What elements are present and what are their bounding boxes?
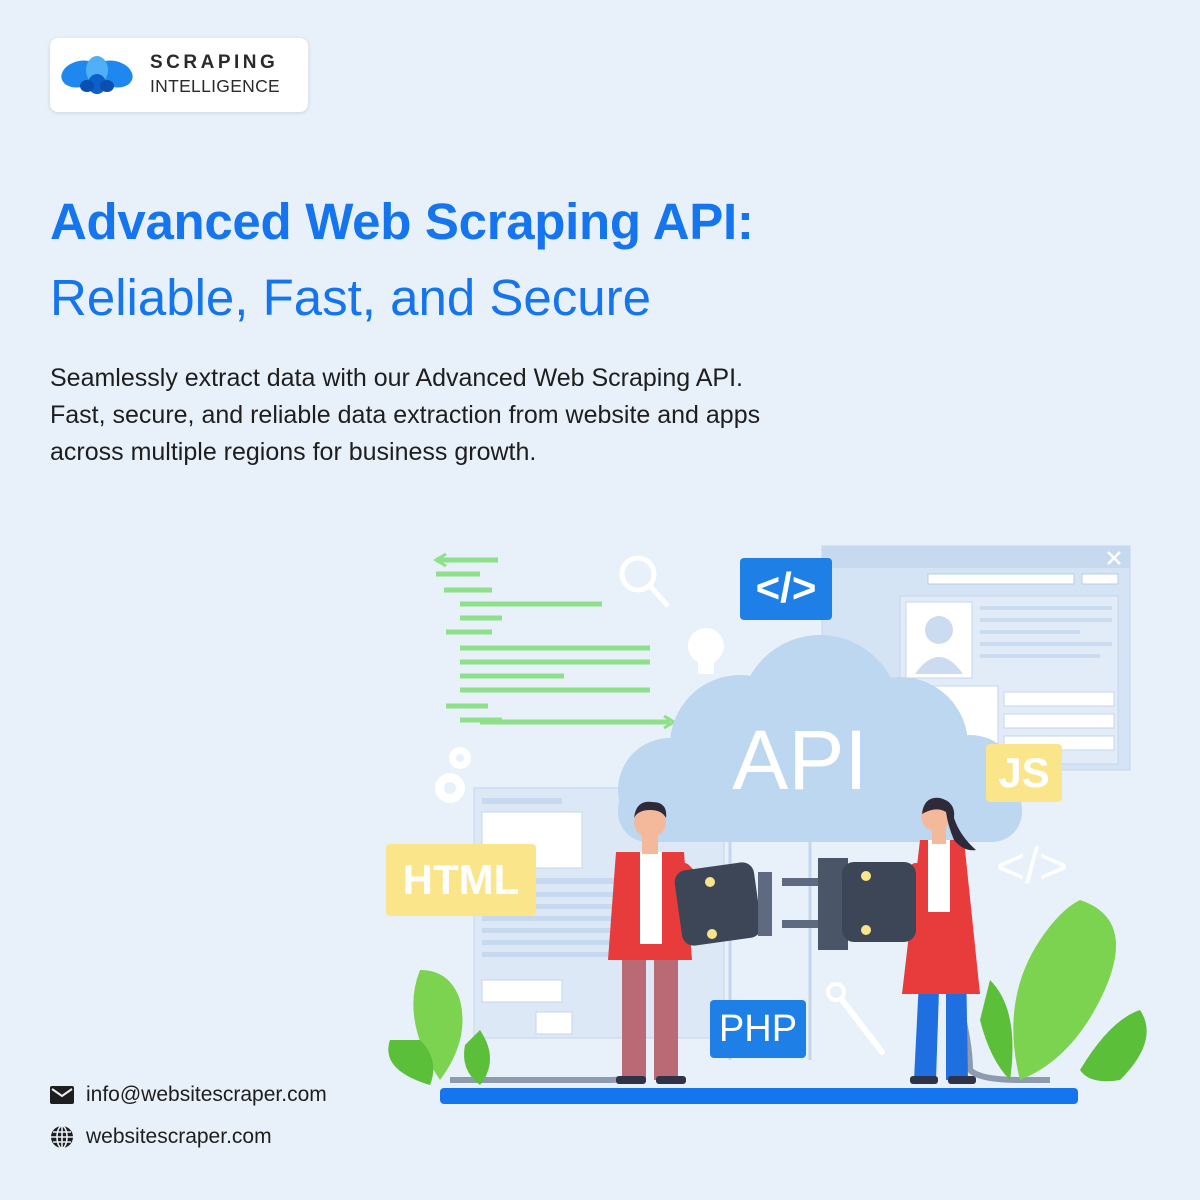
plug-right-graphic [782,858,916,950]
html-tag-bg [386,844,536,916]
man-figure [608,801,705,1084]
woman-figure [895,797,980,1084]
description-line: Seamlessly extract data with our Advance… [50,364,743,392]
gears-icon [435,747,471,803]
code-tag-top: </> [755,564,817,611]
lightbulb-icon [688,628,724,674]
globe-icon [51,1125,73,1149]
brand-name-line1: SCRAPING [150,52,279,73]
envelope-icon [50,1086,74,1104]
browser-window-graphic [821,545,1131,771]
description: Seamlessly extract data with our Advance… [50,360,970,471]
js-tag: JS [998,749,1050,796]
ground-bar [440,1088,1078,1104]
code-tag-right: </> [995,838,1069,894]
plant-left-graphic [388,970,490,1085]
api-illustration: API </> JS HTML PHP </> [380,540,1180,1120]
wrench-icon [826,982,885,1055]
page-subtitle: Reliable, Fast, and Secure [50,269,651,326]
description-line: Fast, secure, and reliable data extracti… [50,401,761,429]
plant-right-graphic [980,900,1147,1082]
illustration-canvas [386,545,1147,1104]
contact-website-row: websitescraper.com [50,1122,272,1152]
api-cloud-label: API [732,713,868,807]
logo-mark-icon [61,56,133,94]
description-line: across multiple regions for business gro… [50,438,537,466]
brand-name: SCRAPING INTELLIGENCE [150,51,280,97]
php-tag-bg [710,1000,806,1058]
html-tag: HTML [402,856,520,903]
code-lines-graphic [433,552,677,730]
code-tag-bg [740,558,832,620]
brand-logo: SCRAPING INTELLIGENCE [50,38,308,112]
brand-name-line2: INTELLIGENCE [150,76,281,96]
plug-left-graphic [674,862,772,946]
page-title: Advanced Web Scraping API: [50,193,754,250]
contact-email-row: info@websitescraper.com [50,1080,327,1110]
js-tag-bg [986,744,1062,802]
php-tag: PHP [718,1008,798,1050]
magnifier-icon [619,555,670,608]
contact-email-link[interactable]: info@websitescraper.com [86,1083,327,1106]
contact-website-link[interactable]: websitescraper.com [86,1125,272,1148]
